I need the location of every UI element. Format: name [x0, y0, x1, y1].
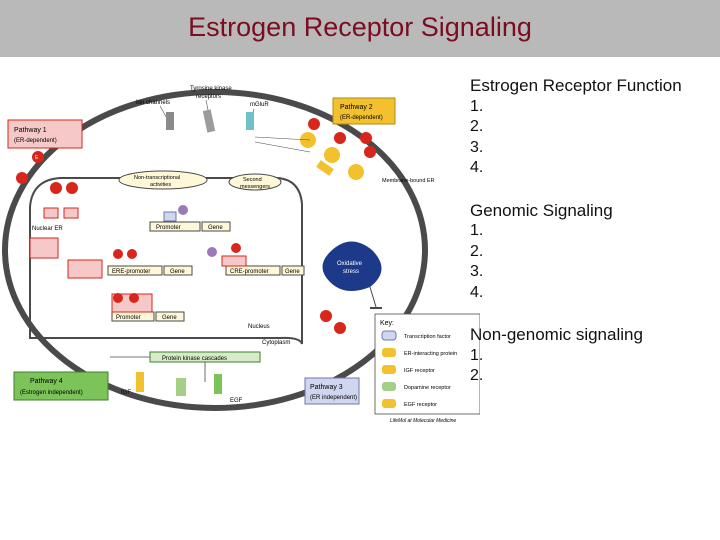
pathway1-box: [7, 119, 83, 149]
stress-label: stress: [343, 269, 359, 275]
membrane-er-label: Membrane-bound ER: [382, 178, 435, 184]
nucleus-membrane: [29, 177, 303, 345]
diagram-footer: LifeMol at Molecular Medicine: [390, 418, 456, 424]
ion-channel-shape: [166, 112, 174, 130]
cytoplasm-label: Cytoplasm: [262, 340, 290, 346]
pathway1-title: Pathway 1: [14, 127, 47, 134]
genomic-item-2: 2.: [470, 242, 484, 260]
pathway4-box: [13, 371, 109, 401]
key-legend: Key: Transcription factor ER-interacting…: [374, 313, 480, 415]
genomic-item-4: 4.: [470, 283, 484, 301]
pathway3-subtitle: (ER independent): [310, 395, 357, 401]
section-heading-genomic: Genomic Signaling: [470, 200, 613, 220]
mglur-shape: [246, 112, 254, 130]
nucleus-label: Nucleus: [248, 324, 270, 330]
mglur-label: mGluR: [250, 102, 269, 108]
genomic-item-3: 3.: [470, 263, 484, 280]
estrogen-signaling-diagram: Pathway 1 (ER-dependent) Pathway 2 (ER-d…: [0, 82, 480, 425]
tyrosine-kinase-label: Tyrosine kinase: [190, 86, 232, 92]
function-item-4: 4.: [470, 159, 484, 176]
pathway4-subtitle: (Estrogen independent): [20, 390, 83, 396]
receptors-label: receptors: [196, 94, 221, 100]
function-item-3: 3.: [470, 138, 484, 156]
nongenomic-item-1: 1.: [470, 346, 484, 364]
promoter-row-1: Promoter Gene: [149, 205, 231, 232]
function-item-2: 2.: [470, 118, 484, 135]
gene-label-4: Gene: [162, 315, 177, 321]
pathway2-subtitle: (ER-dependent): [340, 115, 383, 121]
ion-channels-label: Ion channels: [136, 100, 170, 106]
promoter-label-2: Promoter: [116, 315, 141, 321]
non-transcriptional-box: [118, 170, 208, 190]
igf-label: IGF: [121, 390, 131, 396]
key-item-3: IGF receptor: [404, 368, 435, 374]
protein-kinase-label: Protein kinase cascades: [162, 356, 227, 362]
slide-title: Estrogen Receptor Signaling: [188, 12, 532, 42]
key-item-5: EGF receptor: [404, 402, 437, 408]
gene-label-1: Gene: [208, 225, 223, 231]
cell-membrane: [2, 89, 428, 411]
oxidative-stress-blob: [322, 241, 382, 291]
ere-promoter-label-1: ERE-promoter: [112, 269, 150, 275]
pathway4-title: Pathway 4: [30, 378, 63, 385]
notes-panel: Estrogen Receptor Function 1. 2. 3. 4. G…: [470, 76, 715, 387]
non-transcriptional-label: Non-transcriptional: [134, 175, 180, 181]
gene-label-2: Gene: [170, 269, 185, 275]
promoter-label-1: Promoter: [156, 225, 181, 231]
activities-label: activities: [150, 182, 171, 188]
genomic-item-1: 1.: [470, 222, 484, 239]
egf-label: EGF: [230, 398, 243, 404]
section-heading-function: Estrogen Receptor Function: [470, 76, 682, 95]
tyrosine-kinase-shape: [202, 109, 216, 133]
oxidative-label: Oxidative: [337, 261, 363, 267]
section-heading-nongenomic: Non-genomic signaling: [470, 325, 643, 344]
pathway3-title: Pathway 3: [310, 384, 343, 391]
promoter-row-2: ERE-promoter Gene: [29, 237, 193, 279]
promoter-row-3: CRE-promoter Gene: [207, 243, 305, 276]
title-bar: [0, 0, 720, 57]
promoter-row-4: Promoter Gene: [111, 293, 185, 322]
messengers-label: messengers: [240, 184, 270, 190]
key-title: Key:: [380, 320, 394, 327]
key-item-2: ER-interacting protein: [404, 351, 457, 357]
pathway3-box: [304, 377, 360, 405]
function-item-1: 1.: [470, 97, 484, 115]
second-messengers-label: Second: [243, 177, 262, 183]
pathway2-title: Pathway 2: [340, 104, 373, 111]
nuclear-er-label: Nuclear ER: [32, 226, 63, 232]
pathway2-box: [332, 97, 396, 125]
gene-label-3: Gene: [285, 269, 300, 275]
pathway1-subtitle: (ER-dependent): [14, 138, 57, 144]
cre-promoter-label: CRE-promoter: [230, 269, 269, 275]
nongenomic-item-2: 2.: [470, 367, 484, 384]
key-item-1: Transcription factor: [404, 334, 451, 340]
key-item-4: Dopamine receptor: [404, 385, 451, 391]
second-messengers-box: [228, 173, 282, 191]
estrogen-label-1: E: [35, 155, 39, 161]
